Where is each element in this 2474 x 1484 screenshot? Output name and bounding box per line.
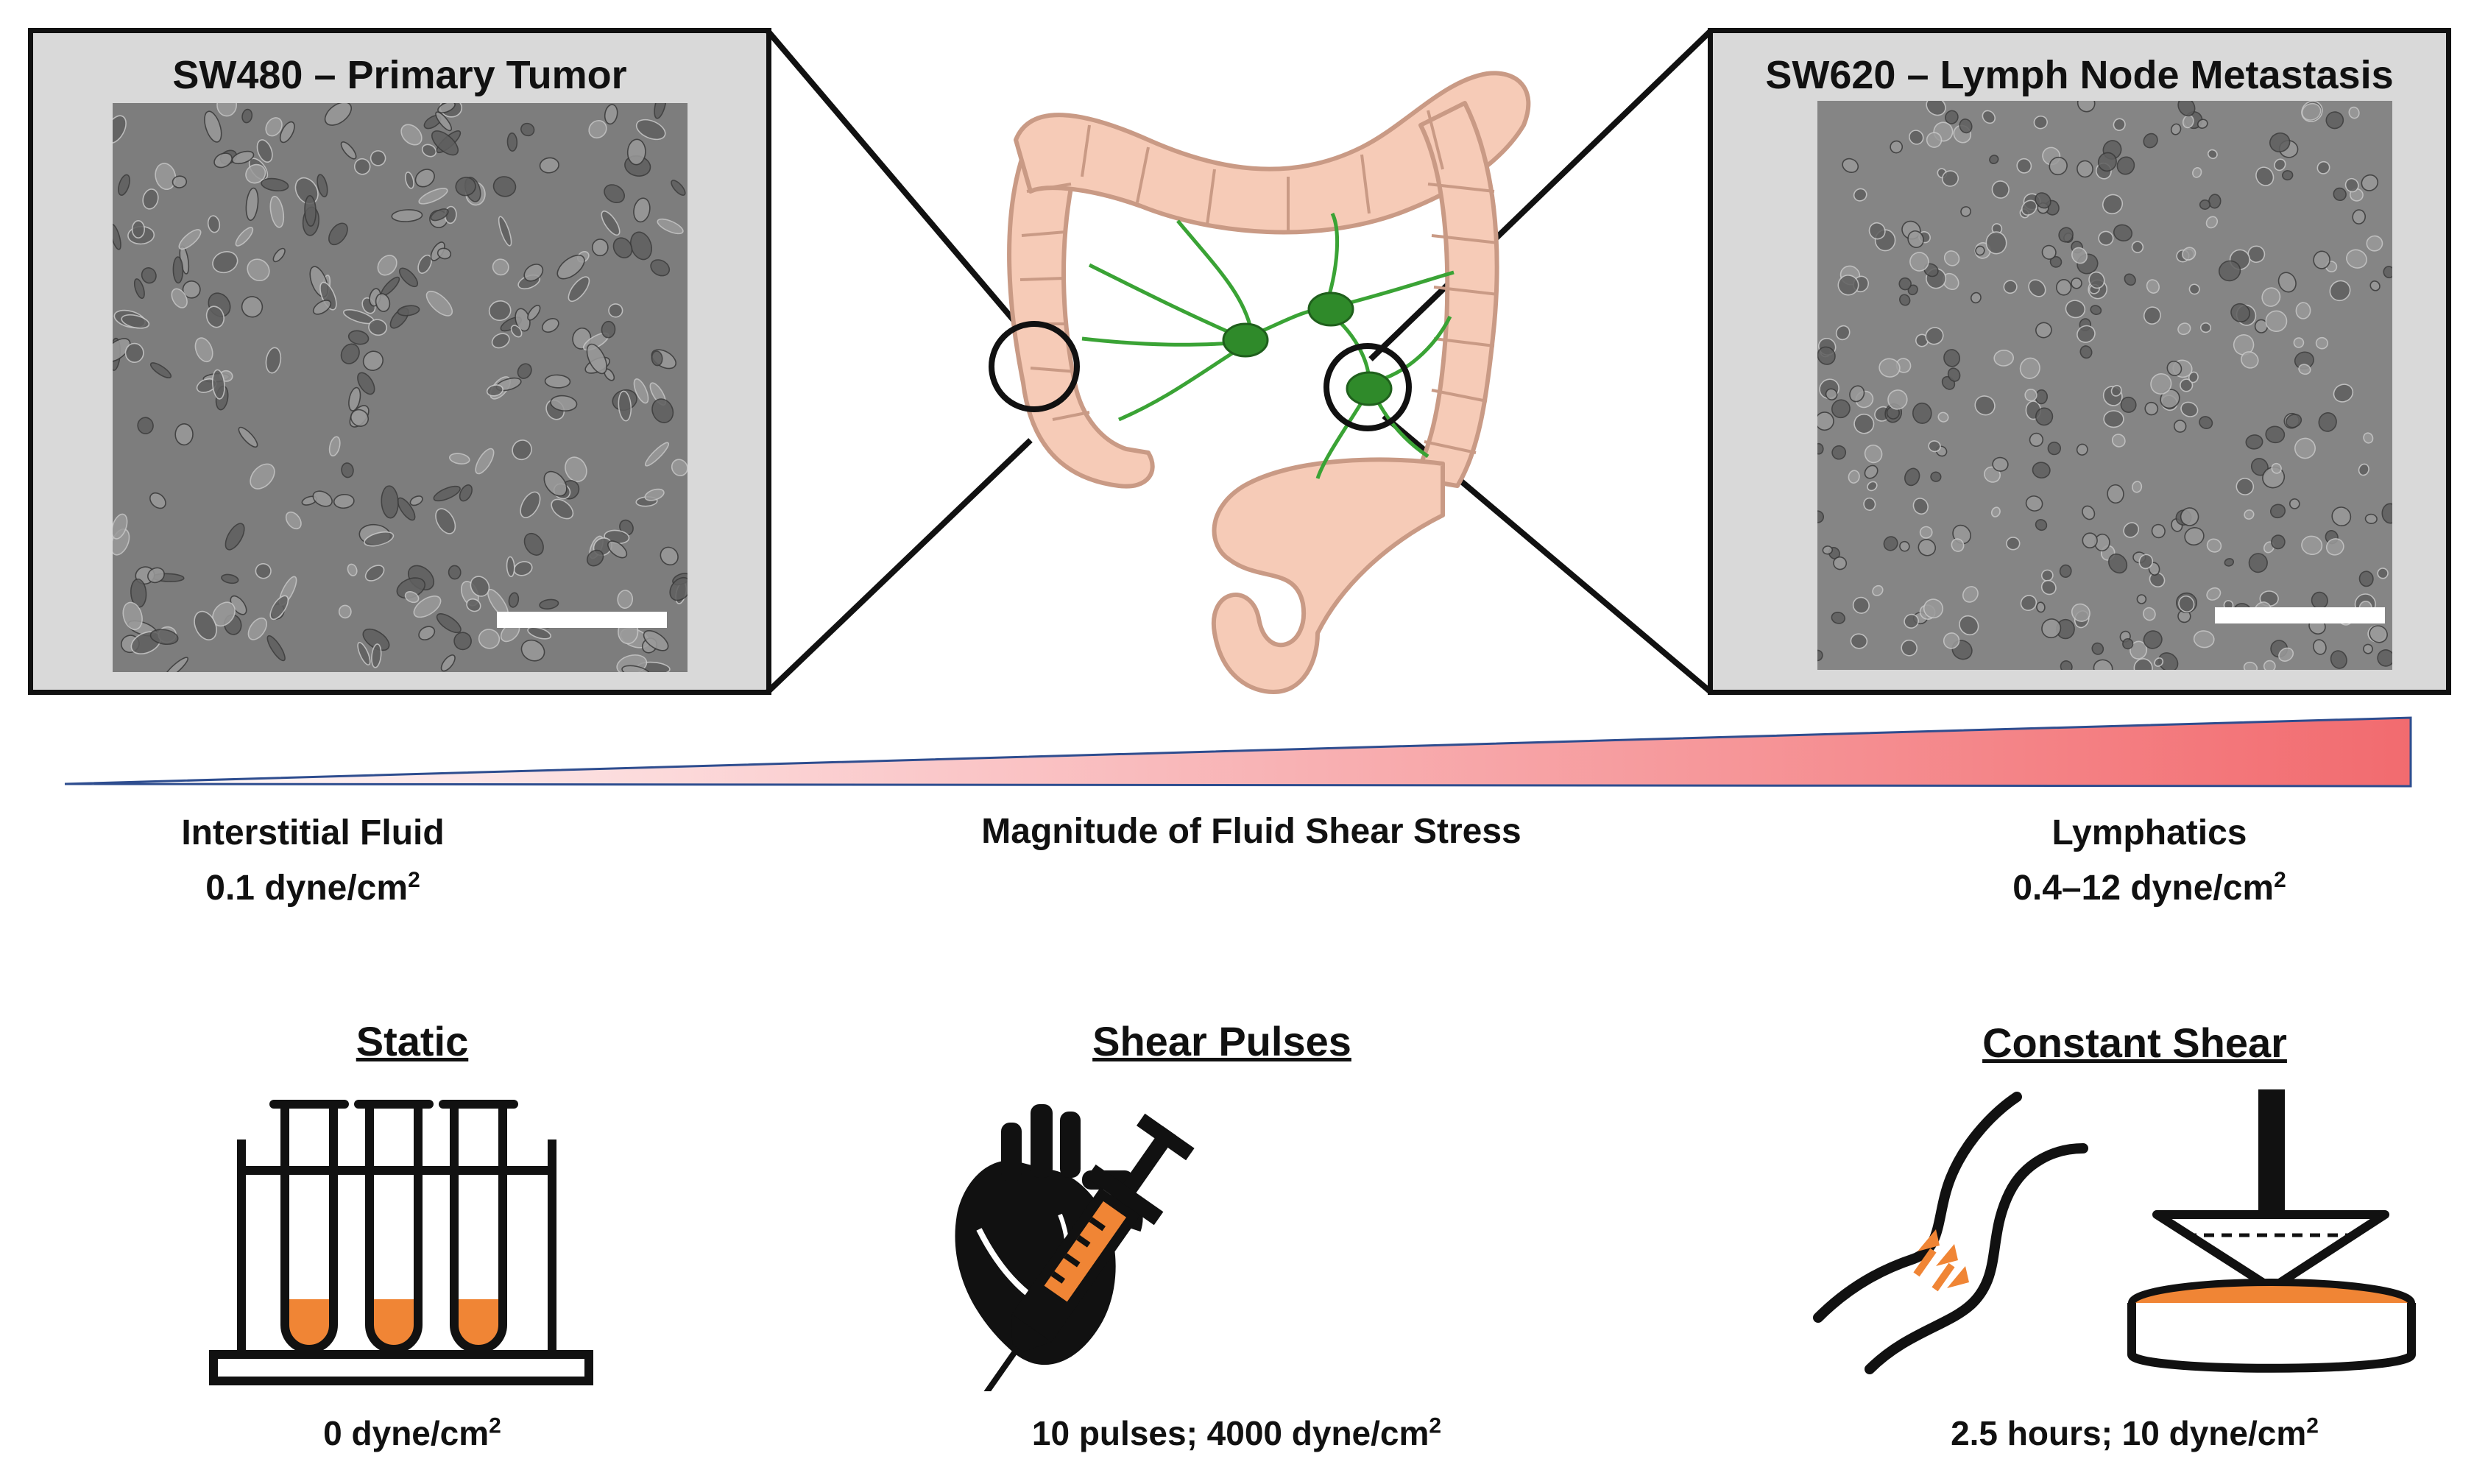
syringe-icon [955,1113,1195,1391]
constant-shear-value: 2.5 hours; 10 dyne/cm2 [1951,1413,2319,1452]
interstitial-title: Interstitial Fluid [181,813,445,852]
scale-bar [2215,607,2385,623]
sw620-micrograph [1817,101,2392,670]
sw480-title: SW480 – Primary Tumor [172,53,627,97]
lymphatics-label: Lymphatics 0.4–12 dyne/cm2 [1929,810,2370,912]
sw620-title: SW620 – Lymph Node Metastasis [1765,53,2394,97]
shear-pulses-value: 10 pulses; 4000 dyne/cm2 [1031,1413,1442,1452]
test-tube-icon [280,1104,338,1354]
vessel-cone-plate-icon [1813,1089,2416,1374]
test-tube-rack-icon [209,1100,593,1385]
lymphatics-title: Lymphatics [2051,813,2247,852]
zoom-circles [989,321,1412,431]
test-tube-icon [450,1104,507,1354]
flow-arrows-icon [1913,1229,1969,1292]
shear-pulses-heading: Shear Pulses [1092,1018,1351,1064]
sw480-panel: SW480 – Primary Tumor [28,28,771,695]
sw620-panel: SW620 – Lymph Node Metastasis [1708,28,2451,695]
vessel-icon [1813,1092,2088,1374]
haustra [1019,110,1499,454]
test-tube-icon [365,1104,423,1354]
scale-bar [497,612,667,628]
shear-magnitude-label: Magnitude of Fluid Shear Stress [981,812,1521,851]
interstitial-value: 0.1 dyne/cm2 [205,868,420,908]
constant-shear-heading: Constant Shear [1982,1020,2287,1066]
heart-syringe-icon [955,1104,1195,1391]
cone-plate-icon [2127,1089,2416,1373]
lymphatics [1081,212,1455,479]
colon [1007,71,1531,694]
lymphatics-value: 0.4–12 dyne/cm2 [2012,868,2286,908]
static-heading: Static [356,1018,469,1064]
sw480-micrograph [113,103,688,672]
static-value: 0 dyne/cm2 [323,1413,501,1452]
lymph-nodes [1222,292,1393,406]
interstitial-label: Interstitial Fluid 0.1 dyne/cm2 [110,810,515,912]
shear-gradient-triangle [64,716,2412,788]
